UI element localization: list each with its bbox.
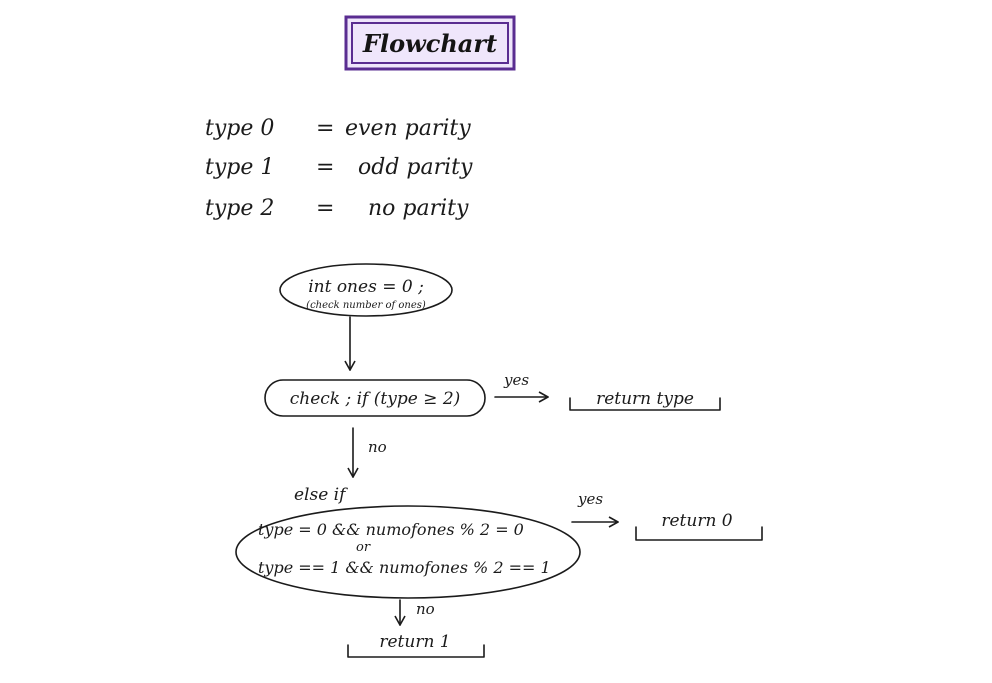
return-0-box: return 0 (635, 511, 763, 541)
legend-equals-1: = (316, 155, 334, 180)
legend-equals-2: = (316, 196, 334, 221)
return-type-bracket (569, 397, 721, 411)
legend-meaning-0: even parity (345, 116, 471, 141)
return-0-bracket (635, 526, 763, 541)
legend-type-2: type 2 (205, 196, 274, 221)
check-yes-label: yes (503, 371, 529, 389)
parity-no-label: no (416, 600, 435, 618)
return-0-text: return 0 (661, 511, 732, 531)
legend-meaning-1: odd parity (358, 155, 473, 180)
parity-check-or: or (356, 540, 371, 555)
parity-legend: type 0 = even parity type 1 = odd parity… (205, 116, 473, 221)
title-box-outer (344, 15, 516, 71)
return-1-box: return 1 (347, 632, 485, 658)
start-node: int ones = 0 ; (check number of ones) (279, 263, 453, 317)
title-box-inner (351, 22, 509, 64)
legend-type-1: type 1 (205, 155, 274, 180)
start-line-2: (check number of ones) (306, 300, 426, 311)
legend-meaning-2: no parity (368, 196, 469, 221)
return-1-text: return 1 (379, 632, 450, 652)
check-type-node: check ; if (type ≥ 2) (264, 379, 486, 417)
start-line-1: int ones = 0 ; (308, 277, 424, 297)
parity-check-line-1: type = 0 && numofones % 2 = 0 (258, 520, 524, 539)
return-type-box: return type (569, 389, 721, 411)
legend-equals-0: = (316, 116, 334, 141)
page-title: Flowchart (362, 29, 497, 58)
parity-check-line-2: type == 1 && numofones % 2 == 1 (258, 558, 551, 577)
else-if-label: else if (294, 485, 348, 505)
legend-type-0: type 0 (205, 116, 274, 141)
check-no-label: no (368, 438, 387, 456)
parity-yes-label: yes (577, 490, 603, 508)
parity-check-node: else if type = 0 && numofones % 2 = 0 or… (235, 485, 581, 599)
check-type-shape (264, 379, 486, 417)
check-type-text: check ; if (type ≥ 2) (290, 389, 461, 409)
return-1-bracket (347, 644, 485, 658)
start-ellipse (279, 263, 453, 317)
return-type-text: return type (596, 389, 694, 409)
parity-check-ellipse (235, 505, 581, 599)
title-box: Flowchart (344, 15, 516, 71)
